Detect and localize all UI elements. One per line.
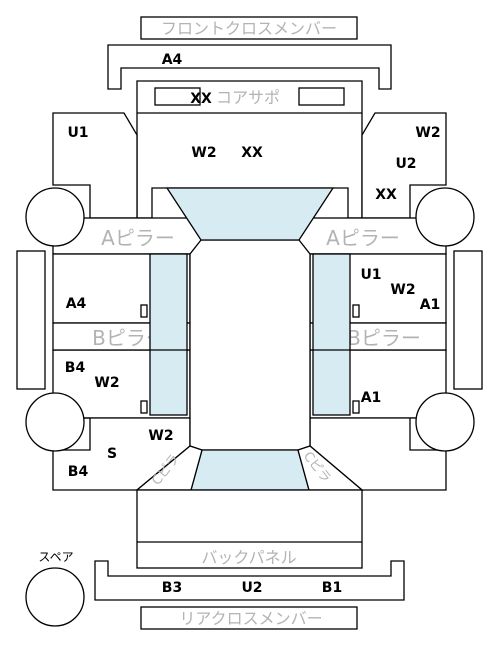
rear-bumper-code-2: U2: [241, 580, 262, 596]
rl-door-code-1: B4: [65, 360, 86, 376]
rear-bumper[interactable]: [94, 560, 405, 601]
core-support-left-box: [154, 87, 201, 106]
trunk-lid[interactable]: [136, 489, 363, 569]
fr-fender-code-1: W2: [415, 125, 440, 141]
rl-qtr-code-2: S: [107, 446, 117, 462]
rl-door-code-2: W2: [94, 375, 119, 391]
hood-code-2: XX: [241, 145, 263, 161]
left-side-sill[interactable]: [16, 250, 46, 390]
fl-door-handle: [140, 304, 148, 318]
rr-door-code: A1: [361, 390, 382, 406]
back-panel-label: バックパネル: [201, 548, 296, 567]
fr-door-handle: [352, 304, 360, 318]
windshield[interactable]: [165, 187, 335, 241]
fr-fender-code-2: U2: [395, 156, 416, 172]
rear-left-wheel[interactable]: [25, 392, 85, 452]
hood-code-1: W2: [191, 145, 216, 161]
a-pillar-left-label: Aピラー: [101, 226, 175, 250]
front-left-wheel[interactable]: [25, 187, 85, 247]
fr-fender-code-3: XX: [375, 187, 397, 203]
rl-qtr-code-3: B4: [68, 464, 89, 480]
right-side-sill[interactable]: [453, 250, 483, 390]
rl-qtr-code-1: W2: [148, 428, 173, 444]
front-cross-member-box[interactable]: [140, 16, 358, 40]
rear-window[interactable]: [190, 449, 310, 491]
spare-tire[interactable]: [25, 567, 85, 627]
a-pillar-right-label: Aピラー: [326, 226, 400, 250]
fr-door-code-3: A1: [420, 297, 441, 313]
rr-door-handle: [352, 400, 360, 414]
front-bumper-code: A4: [162, 52, 183, 68]
front-right-wheel[interactable]: [415, 187, 475, 247]
fr-door-code-1: U1: [360, 267, 381, 283]
core-support-code: XX: [190, 91, 212, 107]
fl-door-code: A4: [66, 296, 87, 312]
rear-bumper-code-1: B3: [162, 580, 182, 596]
rear-cross-member-box[interactable]: [140, 606, 358, 630]
front-right-fender[interactable]: [361, 112, 447, 219]
rear-cross-member-label: リアクロスメンバー: [179, 609, 322, 628]
spare-label: スペア: [38, 550, 73, 564]
b-pillar-right-label: Bピラー: [347, 326, 421, 350]
core-support-label: コアサポ: [216, 88, 280, 107]
core-support-right-box: [298, 87, 345, 106]
fr-door-code-2: W2: [390, 282, 415, 298]
front-bumper[interactable]: [107, 44, 392, 90]
right-side-window[interactable]: [312, 253, 351, 416]
left-side-window[interactable]: [149, 253, 188, 416]
rl-door-handle: [140, 400, 148, 414]
rear-right-wheel[interactable]: [415, 392, 475, 452]
front-cross-member-label: フロントクロスメンバー: [161, 19, 337, 38]
roof-panel[interactable]: [189, 239, 311, 451]
rear-bumper-code-3: B1: [322, 580, 342, 596]
fl-fender-code: U1: [67, 125, 88, 141]
